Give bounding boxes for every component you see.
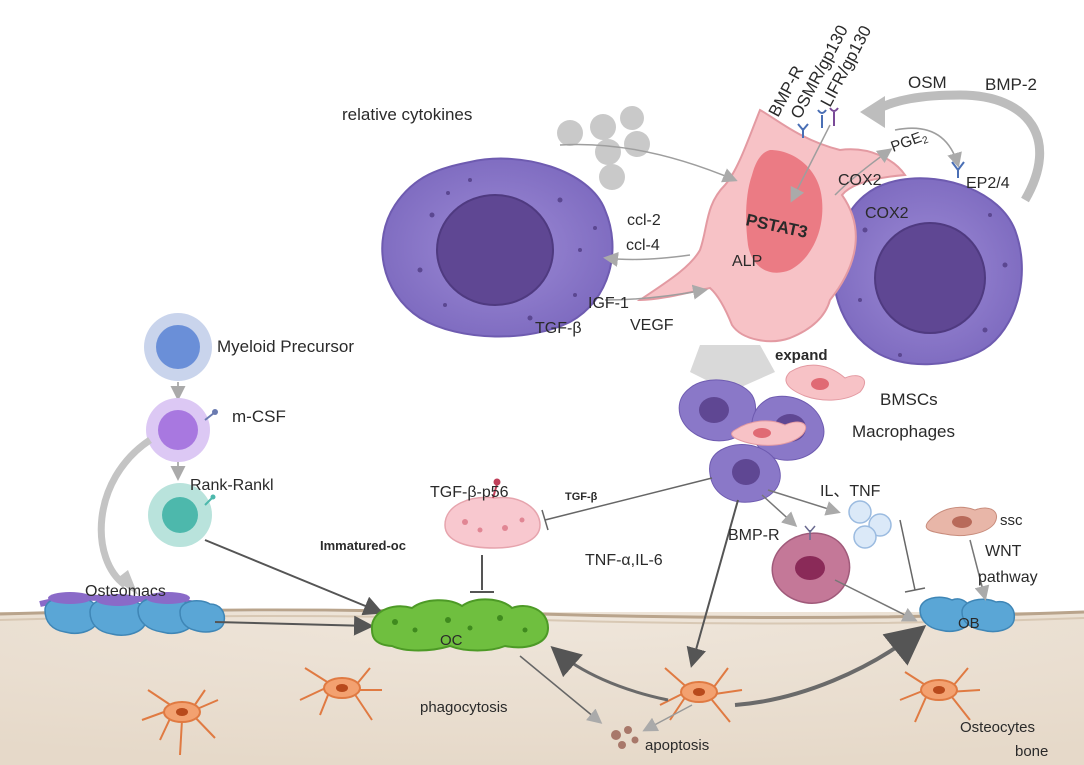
- label-bmpr-mid: BMP-R: [728, 527, 780, 544]
- label-ssc: ssc: [1000, 512, 1023, 529]
- bmpr-cell: [771, 525, 851, 604]
- label-mcsf: m-CSF: [232, 407, 286, 426]
- msc-signaling-arrows: [559, 124, 962, 301]
- osteomacs-to-oc-arrow: [214, 615, 374, 636]
- label-tgfb-p56: TGF-β-p56: [430, 484, 509, 501]
- label-vegf: VEGF: [630, 317, 674, 334]
- label-ob: OB: [958, 615, 980, 632]
- osteoblasts-ob: [919, 596, 1016, 633]
- myeloid-to-osteomacs-arrow: [97, 437, 152, 588]
- label-rank: Rank-Rankl: [190, 477, 274, 494]
- bmpr-to-ob-arrow: [834, 579, 918, 622]
- macrophage-large-right: [832, 177, 1023, 366]
- mcsf-cell: [146, 398, 218, 462]
- osteocyte-to-ob-arrow: [734, 625, 927, 707]
- label-immatured: Immatured-oc: [320, 538, 406, 553]
- macrophage-large-left: [381, 157, 614, 338]
- il-tnf-inhibition: [899, 519, 926, 593]
- osteocyte-left: [141, 689, 219, 756]
- macrophage-to-bmpr-arrow: [761, 494, 798, 528]
- label-expand: expand: [775, 347, 828, 364]
- immatured-oc-cell: [444, 478, 541, 549]
- myeloid-precursor-cell: [144, 313, 212, 381]
- label-pathway: pathway: [978, 569, 1038, 586]
- label-myeloid: Myeloid Precursor: [217, 337, 354, 356]
- label-cox2-a: COX2: [838, 172, 882, 189]
- label-ccl2: ccl-2: [627, 212, 661, 229]
- label-il-tnf: IL、TNF: [820, 483, 881, 500]
- apoptotic-bodies: [611, 726, 639, 749]
- osteocyte-left2: [299, 667, 382, 721]
- osm-bmp2-arrow: [860, 90, 1045, 203]
- label-tnfa: TNF-α,IL-6: [585, 552, 663, 569]
- msc-stellate-cell: [636, 108, 907, 343]
- ssc-cell: [925, 506, 998, 537]
- myeloid-to-osteomacs-head: [115, 570, 138, 595]
- immatured-oc-inhibition: [470, 555, 494, 593]
- label-ep24: EP2/4: [966, 175, 1010, 192]
- label-macrophages: Macrophages: [852, 422, 955, 441]
- osteocyte-center: [659, 667, 743, 723]
- label-cox2-b: COX2: [865, 205, 909, 222]
- ssc-to-ob-arrow: [969, 539, 990, 601]
- macrophage-to-il-arrow: [767, 489, 841, 516]
- label-oc: OC: [440, 632, 463, 649]
- label-bmp2: BMP-2: [985, 75, 1037, 94]
- relative-cytokines-dots: [557, 106, 650, 190]
- macrophage-to-osteocyte-arrow: [686, 499, 739, 668]
- label-tgfb-small: TGF-β: [565, 491, 598, 503]
- tgfb-inhibition: [541, 477, 713, 531]
- label-bmscs: BMSCs: [880, 390, 938, 409]
- label-igf1: IGF-1: [588, 295, 629, 312]
- label-wnt: WNT: [985, 543, 1022, 560]
- label-tgfb: TGF-β: [535, 320, 582, 337]
- label-alp: ALP: [732, 253, 762, 270]
- oc-to-apoptosis-arrow: [519, 655, 603, 724]
- osteoclast-oc: [370, 598, 550, 652]
- label-bone: bone: [1015, 743, 1048, 760]
- label-relative-cytokines: relative cytokines: [342, 105, 472, 124]
- label-osteomacs: Osteomacs: [85, 583, 166, 600]
- osteocyte-to-apoptosis-arrow: [642, 704, 693, 732]
- rank-to-oc-arrow: [204, 539, 384, 616]
- osteocyte-to-oc-arrow: [550, 646, 669, 702]
- label-apoptosis: apoptosis: [645, 737, 709, 754]
- label-ccl4: ccl-4: [626, 237, 660, 254]
- label-osm: OSM: [908, 73, 947, 92]
- label-phagocytosis: phagocytosis: [420, 699, 508, 716]
- label-osteocytes: Osteocytes: [960, 719, 1035, 736]
- il-tnf-dots: [848, 500, 892, 549]
- cluster-bmsc-macrophages: [678, 364, 866, 503]
- osteocyte-right: [899, 667, 981, 723]
- rank-rankl-cell: [148, 483, 216, 547]
- label-pge2: PGE2: [889, 127, 931, 158]
- receptors-top: [797, 107, 965, 178]
- osteomacs-cluster: [39, 592, 226, 636]
